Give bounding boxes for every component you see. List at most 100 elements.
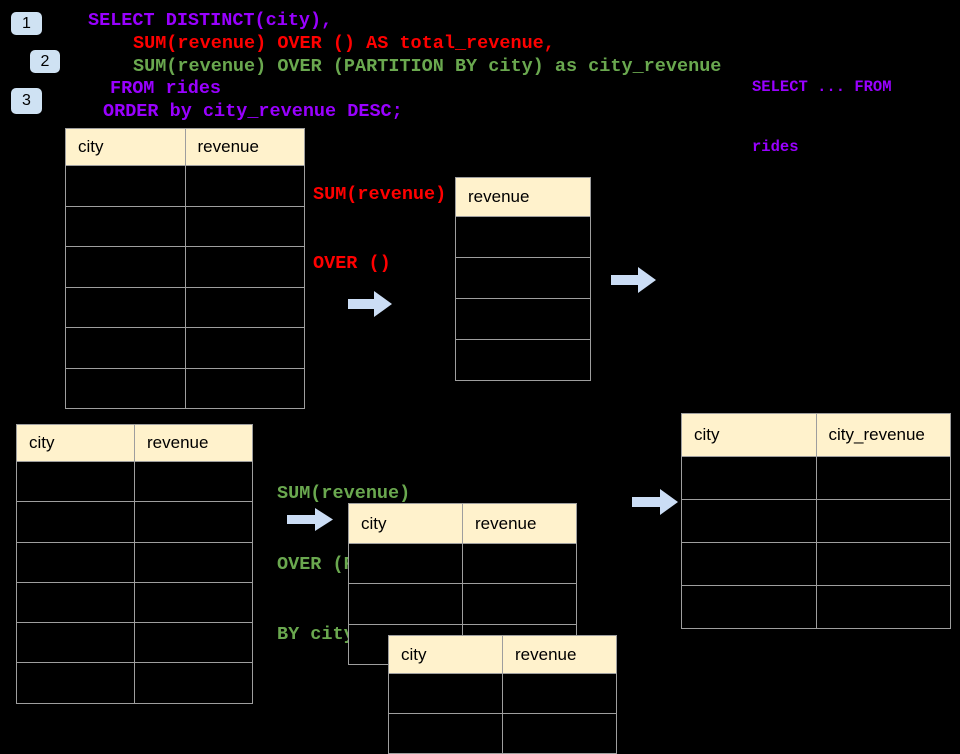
table-cell <box>16 662 135 704</box>
table-row <box>16 662 253 704</box>
column-header-city: city <box>681 413 817 457</box>
table-cell <box>16 460 135 503</box>
table-row <box>16 501 253 543</box>
flow-arrow-source-to-partition <box>287 508 333 536</box>
column-header-city: city <box>388 635 503 674</box>
table-row <box>681 585 951 629</box>
table-row <box>65 205 305 247</box>
table-cell <box>134 541 253 583</box>
table-row <box>681 499 951 543</box>
table-row <box>16 622 253 664</box>
table-row <box>455 216 591 258</box>
table-row <box>65 286 305 328</box>
table-cell <box>16 581 135 624</box>
table-cell <box>502 673 617 714</box>
table-cell <box>681 499 817 543</box>
table-cell <box>184 367 305 409</box>
table-cell <box>681 585 817 629</box>
column-header-revenue: revenue <box>134 424 253 462</box>
sql-line-total-revenue: SUM(revenue) OVER () AS total_revenue, <box>133 33 555 54</box>
table-cell <box>388 673 503 714</box>
annotation-total-line-2: OVER () <box>313 253 391 274</box>
table-row <box>65 165 305 207</box>
table-row <box>348 583 577 625</box>
slide-canvas: { "steps": [ { "label": "1" }, { "label"… <box>11 10 951 754</box>
table-cell <box>815 585 951 629</box>
table-cell <box>65 286 186 328</box>
table-row <box>681 542 951 586</box>
table-row <box>16 460 253 503</box>
annotation-total-line-1: SUM(revenue) <box>313 184 447 205</box>
table-cell <box>134 622 253 664</box>
table-cell <box>462 583 577 625</box>
side-note-line-1: SELECT ... FROM <box>752 78 892 96</box>
sql-line-order-by: ORDER by city_revenue DESC; <box>103 101 403 122</box>
sql-line-city-revenue: SUM(revenue) OVER (PARTITION BY city) as… <box>133 56 722 77</box>
table-cell <box>65 205 186 247</box>
table-cell <box>16 541 135 583</box>
step-badge-1: 1 <box>11 12 42 35</box>
flow-arrow-source-to-total <box>348 291 392 322</box>
table-cell <box>184 327 305 369</box>
table-cell <box>455 257 591 299</box>
table-cell <box>134 460 253 503</box>
table-row <box>681 456 951 500</box>
table-row <box>348 542 577 585</box>
table-cell <box>815 456 951 500</box>
table-cell <box>348 583 463 625</box>
table-cell <box>184 165 305 207</box>
annotation-partition-line-1: SUM(revenue) <box>277 483 411 504</box>
column-header-revenue: revenue <box>184 128 305 166</box>
table-cell <box>65 367 186 409</box>
column-header-revenue: revenue <box>502 635 617 674</box>
table-row <box>16 541 253 583</box>
sql-line-select: SELECT DISTINCT(city), <box>88 10 333 31</box>
column-header-revenue: revenue <box>455 177 591 217</box>
table-header-row: revenue <box>455 177 591 217</box>
table-cell <box>184 286 305 328</box>
table-cell <box>65 246 186 288</box>
step-badge-2: 2 <box>30 50 60 73</box>
side-note-select-from-rides: SELECT ... FROM rides <box>752 37 892 177</box>
flow-arrow-total-out <box>611 267 656 298</box>
table-cell <box>455 216 591 258</box>
table-cell <box>65 165 186 207</box>
table-cell <box>681 542 817 586</box>
flow-arrow-partition-to-result <box>632 489 678 520</box>
column-header-city: city <box>65 128 186 166</box>
table-row <box>16 581 253 624</box>
table-cell <box>455 339 591 381</box>
table-row <box>455 257 591 299</box>
column-header-city: city <box>348 503 463 544</box>
table-total-revenue-result: revenue <box>455 177 591 381</box>
table-cell <box>184 205 305 247</box>
table-row <box>65 246 305 288</box>
table-cell <box>815 499 951 543</box>
table-cell <box>455 298 591 340</box>
table-cell <box>134 501 253 543</box>
table-cell <box>348 542 463 585</box>
table-cell <box>134 662 253 704</box>
table-cell <box>815 542 951 586</box>
step-badge-3: 3 <box>11 88 42 114</box>
side-note-line-2: rides <box>752 138 799 156</box>
table-cell <box>462 542 577 585</box>
table-cell <box>681 456 817 500</box>
table-row <box>455 339 591 381</box>
table-row <box>455 298 591 340</box>
sql-line-from: FROM rides <box>110 78 222 99</box>
table-row <box>65 327 305 369</box>
column-header-city_revenue: city_revenue <box>815 413 951 457</box>
table-cell <box>16 501 135 543</box>
column-header-revenue: revenue <box>462 503 577 544</box>
annotation-total-window: SUM(revenue) OVER () <box>313 137 446 298</box>
